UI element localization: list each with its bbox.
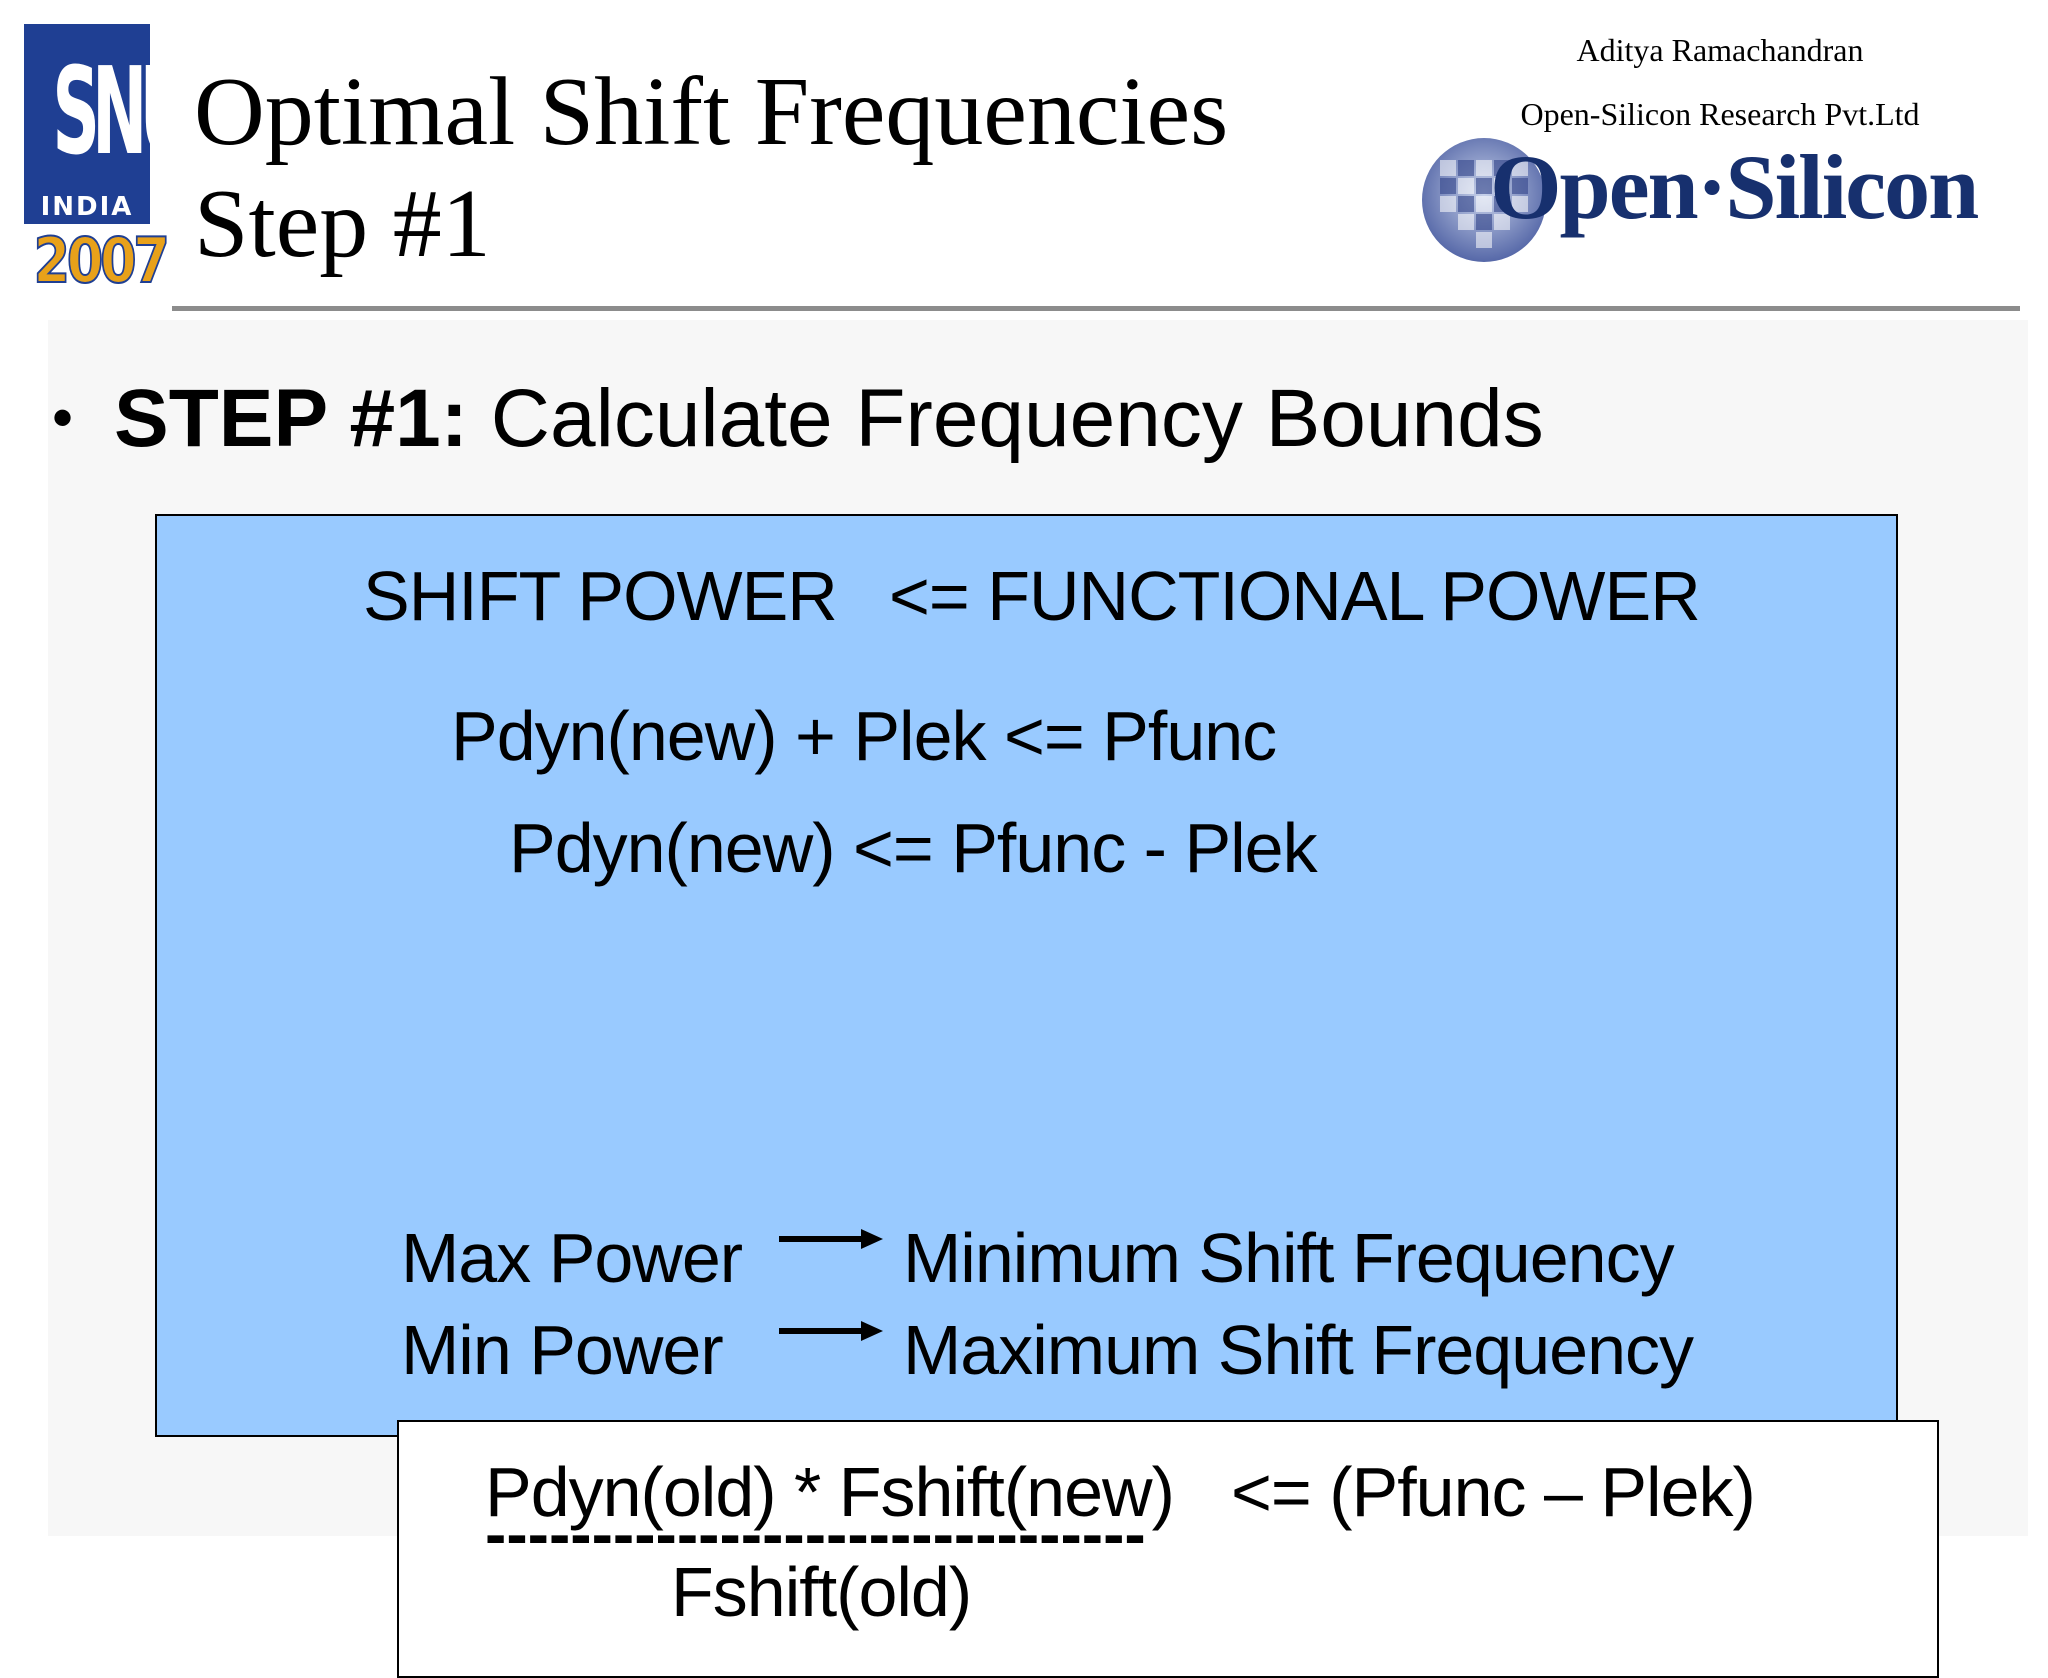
bullet-item: • STEP #1: Calculate Frequency Bounds — [52, 368, 1544, 469]
title-line-2: Step #1 — [194, 170, 491, 278]
fraction-box: Pdyn(old) * Fshift(new) <= (Pfunc – Plek… — [397, 1420, 1939, 1678]
rule-1-right: Minimum Shift Frequency — [903, 1219, 1675, 1297]
bullet-dot: • — [52, 384, 74, 451]
author-name: Aditya Ramachandran — [1576, 32, 1864, 68]
equation-1: Pdyn(new) + Plek <= Pfunc — [451, 697, 1277, 775]
arrow-right-icon — [779, 1321, 883, 1341]
bullet-label: STEP #1: — [114, 373, 468, 464]
rule-2-left: Min Power — [401, 1311, 724, 1389]
logo-year: 2007 — [33, 223, 171, 298]
snug-india-logo: SNUG INDIA 2007 — [24, 24, 240, 300]
rule-1-left: Max Power — [401, 1219, 743, 1297]
organization-name: Open-Silicon Research Pvt.Ltd — [1520, 96, 1920, 132]
equation-2: Pdyn(new) <= Pfunc - Plek — [509, 809, 1318, 887]
heading-right: <= FUNCTIONAL POWER — [889, 557, 1701, 635]
bullet-text: Calculate Frequency Bounds — [468, 373, 1544, 464]
rule-2-right: Maximum Shift Frequency — [903, 1311, 1694, 1389]
fraction-numerator: Pdyn(old) * Fshift(new) — [485, 1453, 1175, 1531]
open-silicon-logo: Open·Silicon — [1420, 130, 1980, 270]
fraction-denominator: Fshift(old) — [671, 1553, 972, 1631]
logo-region: INDIA — [40, 192, 134, 222]
header-divider — [172, 306, 2020, 311]
frequency-bounds-box: SHIFT POWER <= FUNCTIONAL POWER Pdyn(new… — [155, 514, 1939, 1678]
open-silicon-grid-icon — [1422, 138, 1546, 262]
arrow-right-icon — [779, 1229, 883, 1249]
open-silicon-wordmark: Open·Silicon — [1490, 136, 1979, 238]
fraction-rhs: <= (Pfunc – Plek) — [1231, 1453, 1756, 1531]
heading-left: SHIFT POWER — [363, 557, 838, 635]
logo-letters: SNUG — [52, 38, 239, 188]
slide-title: Optimal Shift Frequencies Step #1 — [194, 56, 1228, 280]
logo-blue-block — [24, 24, 150, 224]
title-line-1: Optimal Shift Frequencies — [194, 58, 1229, 166]
